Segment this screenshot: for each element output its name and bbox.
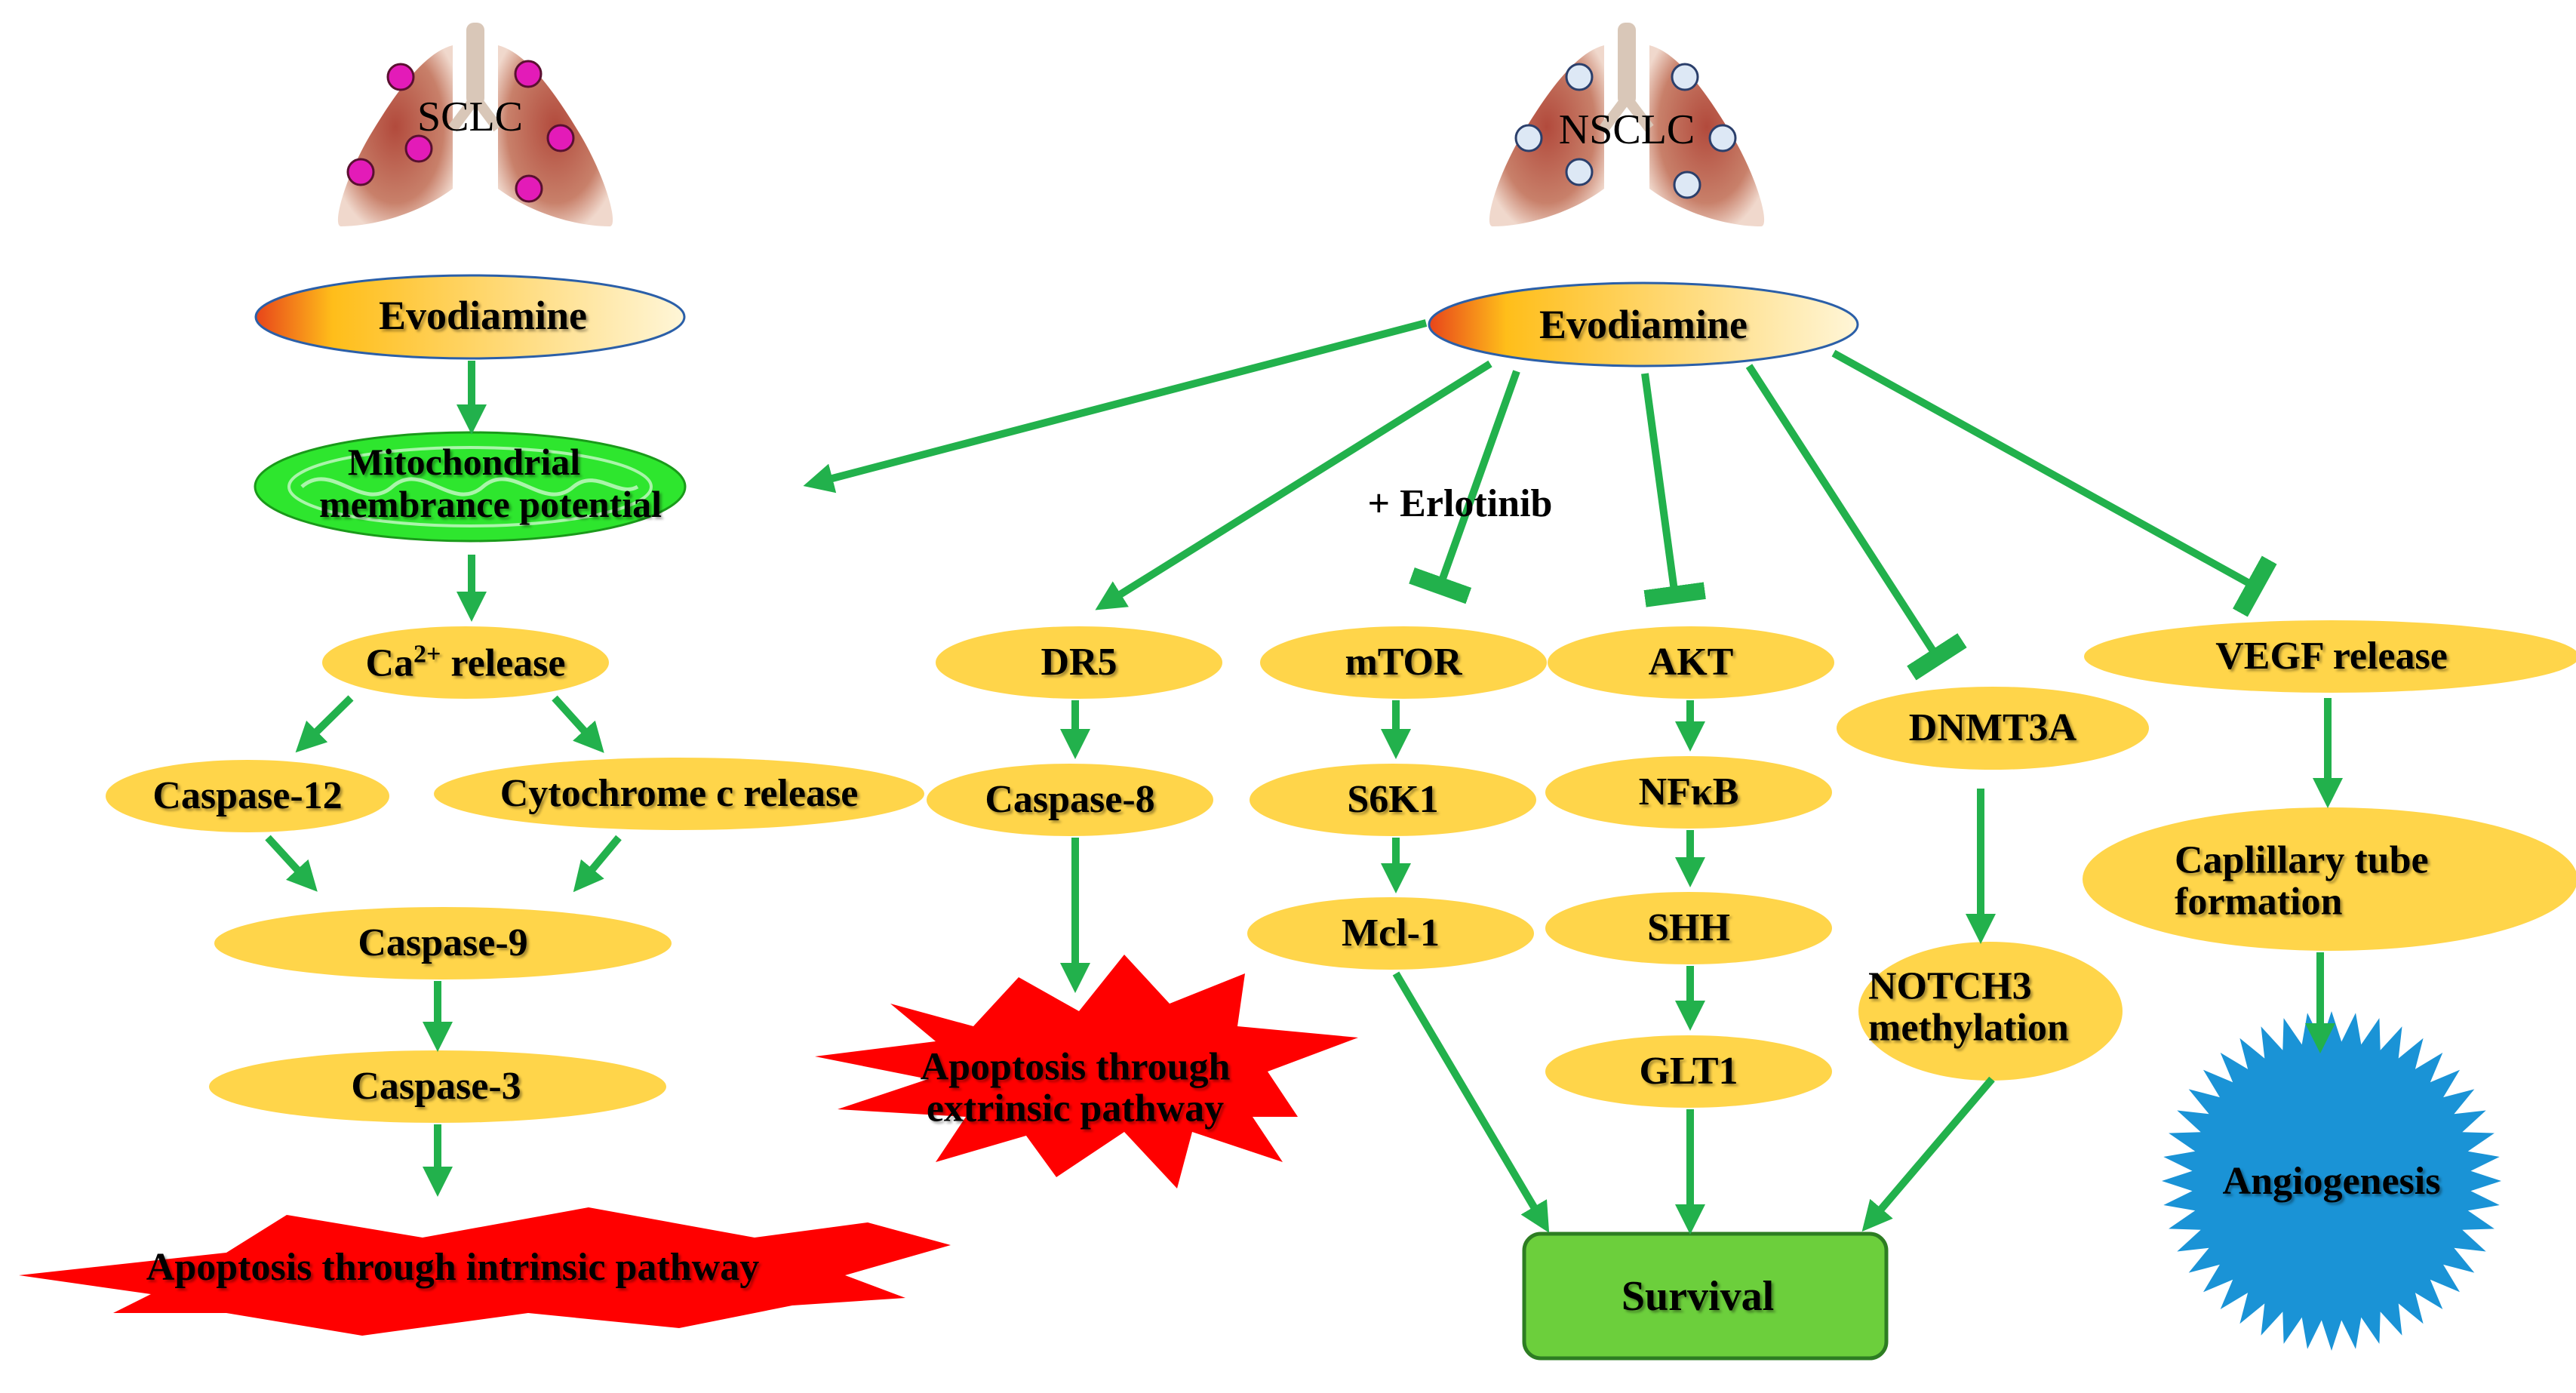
inhibit-evo-akt: [1641, 373, 1706, 607]
angiogenesis-label: Angiogenesis: [2222, 1160, 2441, 1203]
akt-label: AKT: [1648, 641, 1734, 684]
glt1-label: GLT1: [1639, 1050, 1738, 1093]
angiogenesis-burst: [2162, 1011, 2501, 1351]
mcl1-label: Mcl-1: [1342, 912, 1440, 955]
mtor-node: [1260, 626, 1547, 699]
arrow-ca-caspase12: [295, 695, 354, 753]
dr5-node: [936, 626, 1222, 699]
dr5-label: DR5: [1041, 641, 1117, 684]
mitochondria-node: [254, 431, 687, 543]
extrinsic-label: Apoptosis through extrinsic pathway: [920, 1045, 1231, 1130]
capillary-node: [2083, 807, 2576, 951]
inhibit-evo-dnmt3a: [1745, 364, 1967, 681]
dnmt3a-label: DNMT3A: [1908, 706, 2077, 749]
cytochrome-label: Cytochrome c release: [500, 772, 859, 815]
ca-release-main: Ca: [365, 641, 414, 685]
evodiamine-right-label: Evodiamine: [1539, 302, 1748, 347]
caspase8-label: Caspase-8: [985, 778, 1155, 821]
akt-node: [1548, 626, 1834, 699]
vegf-node: [2084, 620, 2576, 693]
caspase12-node: [106, 760, 389, 832]
mcl1-node: [1247, 897, 1534, 970]
evodiamine-left-node: [254, 274, 686, 360]
nsclc-label: NSCLC: [1558, 106, 1695, 153]
vegf-label: VEGF release: [2215, 635, 2448, 678]
evodiamine-left-label: Evodiamine: [378, 293, 588, 338]
caspase3-label: Caspase-3: [351, 1065, 521, 1108]
sclc-label: SCLC: [417, 94, 524, 140]
arrow-notch3-survival: [1861, 1076, 1995, 1232]
left-arrows: [265, 361, 622, 1197]
ca-release-label: Ca2+ release: [365, 641, 565, 683]
intrinsic-label: Apoptosis through intrinsic pathway: [146, 1246, 760, 1289]
nsclc-tumor-dots: [1514, 63, 1737, 199]
capillary-label: Caplillary tube formation: [2175, 838, 2429, 923]
intrinsic-apoptosis-burst: [19, 1207, 951, 1336]
inhibit-evo-mtor: [1409, 370, 1520, 604]
arrow-evo-dr5: [1095, 360, 1492, 610]
ca-release-rest: release: [441, 641, 566, 685]
dnmt3a-node: [1837, 687, 2149, 770]
inhibit-evo-vegf: [1831, 349, 2277, 617]
arrow-caspase12-caspase9: [265, 835, 318, 892]
shh-node: [1545, 892, 1832, 964]
arrow-ca-cytochrome: [552, 695, 604, 753]
caspase3-node: [209, 1050, 666, 1123]
erlotinib-label: + Erlotinib: [1367, 482, 1553, 525]
cytochrome-node: [434, 758, 924, 830]
notch3-label: NOTCH3 methylation: [1868, 964, 2069, 1049]
mito-label-line2: membrance potential: [318, 483, 662, 525]
evodiamine-right-node: [1428, 281, 1859, 367]
s6k1-label: S6K1: [1347, 778, 1439, 821]
s6k1-node: [1250, 764, 1536, 836]
glt1-node: [1545, 1035, 1832, 1108]
notch3-node: [1858, 942, 2123, 1081]
survival-box: [1522, 1232, 1889, 1361]
shh-label: SHH: [1647, 906, 1730, 949]
nfkb-node: [1545, 756, 1832, 829]
mito-label-line1: Mitochondrial: [347, 441, 581, 483]
ca-release-node: [322, 626, 609, 699]
caspase8-node: [927, 764, 1213, 836]
extrinsic-apoptosis-burst: [815, 955, 1358, 1189]
arrow-cytochrome-caspase9: [573, 835, 622, 893]
survival-label: Survival: [1621, 1273, 1775, 1320]
arrow-evo-mito-cross: [803, 319, 1428, 494]
sclc-tumor-dots: [346, 60, 575, 203]
mtor-label: mTOR: [1345, 641, 1462, 684]
ca-release-sup: 2+: [413, 640, 441, 669]
arrow-mcl1-survival: [1392, 971, 1550, 1233]
caspase9-node: [214, 907, 672, 979]
nfkb-label: NFκB: [1638, 770, 1739, 813]
caspase12-label: Caspase-12: [152, 774, 343, 817]
caspase9-label: Caspase-9: [358, 921, 528, 964]
right-arrows: [803, 319, 2343, 1235]
